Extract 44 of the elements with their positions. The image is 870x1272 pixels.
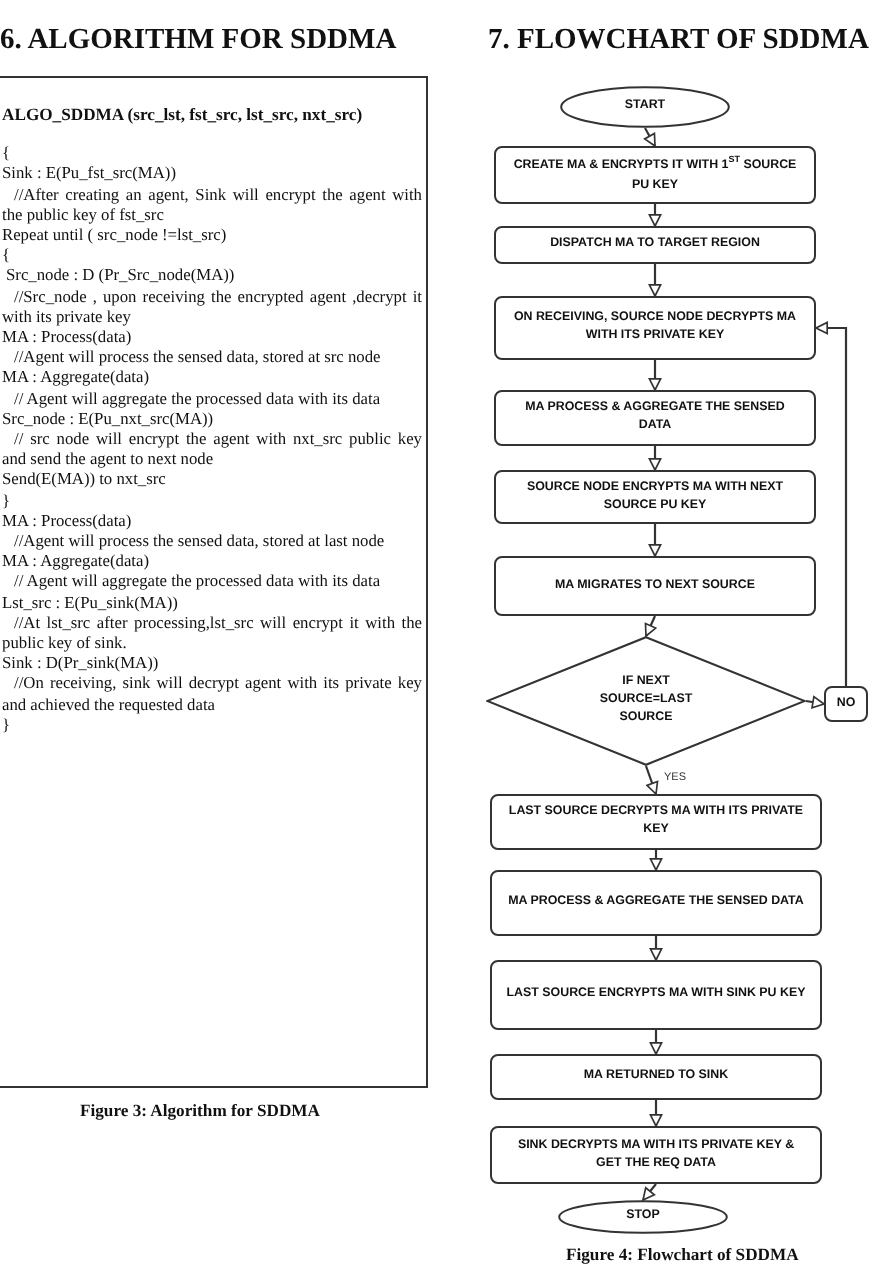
- arrow: [648, 360, 662, 391]
- arrow: [642, 1183, 657, 1201]
- arrow: [649, 1100, 663, 1127]
- figure-caption: Figure 3: Algorithm for SDDMA: [80, 1100, 320, 1120]
- code-line: }: [2, 715, 13, 737]
- code-line: MA : Aggregate(data): [2, 368, 151, 390]
- section-heading: 7. FLOWCHART OF SDDMA: [488, 24, 869, 58]
- code-comment: //Agent will process the sensed data, stored at src node: [12, 348, 383, 369]
- algorithm-heading: ALGO_SDDMA (src_lst, fst_src, lst_src, nxt_src): [2, 104, 365, 125]
- figure-caption: Figure 4: Flowchart of SDDMA: [566, 1244, 799, 1264]
- code-comment: // Agent will aggregate the processed data with its data: [12, 572, 383, 594]
- code-line: Src_node : D (Pr_Src_node(MA)): [4, 266, 237, 288]
- code-line: }: [2, 491, 13, 512]
- code-line: Sink : D(Pr_sink(MA)): [2, 654, 161, 675]
- code-line: Repeat until ( src_node !=lst_src): [2, 226, 229, 247]
- code-comment: //At lst_src after processing,lst_src will encrypt it with the public key of sink.: [2, 613, 422, 655]
- code-comment: //Agent will process the sensed data, stored at last node: [12, 532, 387, 553]
- arrow: [644, 765, 659, 795]
- arrow: [648, 524, 662, 557]
- code-line: Lst_src : E(Pu_sink(MA)): [2, 593, 180, 614]
- arrow: [649, 936, 663, 961]
- arrow: [815, 321, 848, 686]
- code-comment: //Src_node , upon receiving the encrypted agent ,decrypt it with its private key: [2, 287, 422, 329]
- arrow: [649, 1030, 663, 1055]
- code-comment: //After creating an agent, Sink will encrypt the agent with the public key of fst_src: [2, 185, 422, 227]
- arrow: [644, 615, 657, 637]
- arrow: [648, 264, 662, 297]
- code-line: MA : Process(data): [2, 511, 134, 533]
- arrow: [649, 850, 663, 871]
- code-comment: // src node will encrypt the agent with nxt_src public key and send the agent to next node: [2, 430, 422, 471]
- code-comment: // Agent will aggregate the processed data with its data: [12, 389, 383, 410]
- code-line: Sink : E(Pu_fst_src(MA)): [2, 164, 179, 186]
- code-line: MA : Process(data): [2, 328, 134, 349]
- arrow: [643, 127, 656, 147]
- code-line: {: [2, 246, 13, 267]
- code-line: MA : Aggregate(data): [2, 552, 151, 573]
- arrow: [648, 446, 662, 471]
- code-line: {: [2, 144, 13, 165]
- arrow: [805, 695, 825, 709]
- code-line: Send(E(MA)) to nxt_src: [2, 470, 168, 492]
- code-comment: //On receiving, sink will decrypt agent with its private key and achieved the requested data: [2, 674, 422, 716]
- section-heading: 6. ALGORITHM FOR SDDMA: [0, 24, 397, 58]
- code-line: Src_node : E(Pu_nxt_src(MA)): [2, 409, 216, 431]
- arrow: [648, 204, 662, 227]
